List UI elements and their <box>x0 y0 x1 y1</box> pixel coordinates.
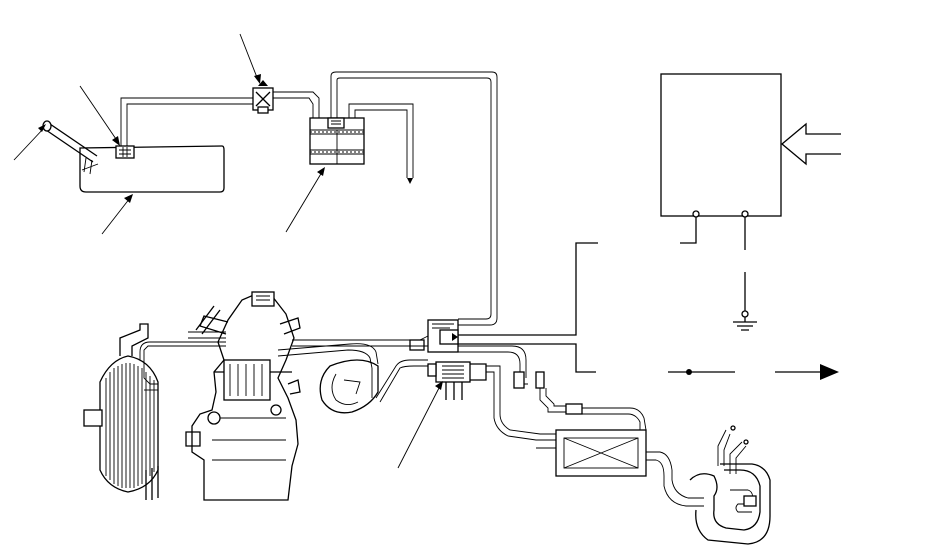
purge-pipe <box>330 71 498 326</box>
main-fuel-tank <box>536 429 704 507</box>
fuel-rail <box>427 361 487 400</box>
intake-air-chamber <box>319 359 428 414</box>
callout-purge-valve <box>397 385 441 469</box>
fuel-tank <box>79 145 225 193</box>
purge-control-solenoid-valve <box>409 319 459 353</box>
engine <box>185 291 301 501</box>
ecm-wiring <box>458 217 839 380</box>
canister-vent-pipe <box>348 103 414 184</box>
callout-canister <box>285 171 323 233</box>
intake-pipe <box>277 335 429 369</box>
fuel-filler-pipe <box>42 120 99 175</box>
callout-filler-cap <box>13 127 45 161</box>
fuel-filler-neck <box>689 425 771 545</box>
vapor-pipe-tank-to-valve <box>120 97 253 146</box>
catalytic-converter <box>83 323 159 500</box>
callout-two-way-valve <box>239 33 259 81</box>
fuel-line <box>458 345 647 441</box>
charcoal-canister <box>309 117 365 165</box>
rollover-valve <box>115 145 135 159</box>
callout-rollover-valve <box>79 85 119 143</box>
two-way-valve <box>252 80 274 114</box>
engine-control-module <box>660 73 782 218</box>
callout-fuel-tank <box>101 197 131 235</box>
callout-leaders <box>13 33 443 469</box>
exhaust-piping <box>139 331 226 391</box>
vapor-pipe-valve-to-canister <box>273 91 320 118</box>
input-arrow <box>780 122 841 166</box>
